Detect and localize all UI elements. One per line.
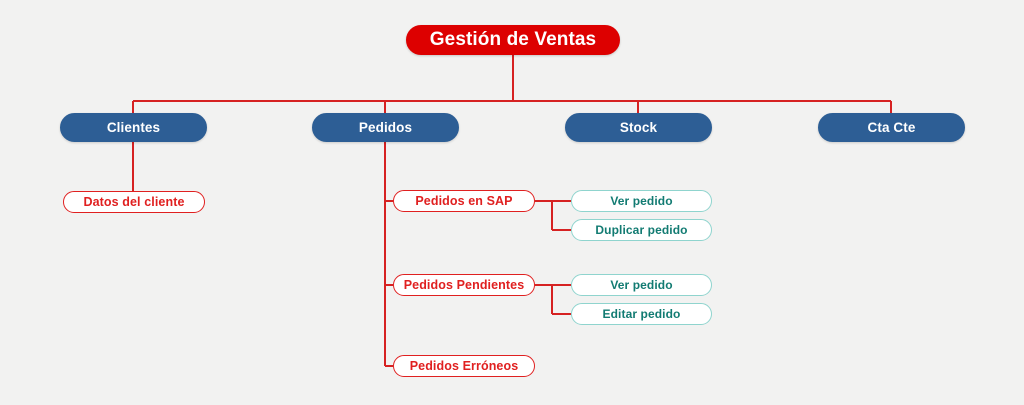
node-ver-pedido-sap-label: Ver pedido	[610, 194, 673, 208]
node-editar-pedido-label: Editar pedido	[602, 307, 681, 321]
node-root-gestion-de-ventas[interactable]: Gestión de Ventas	[406, 25, 620, 55]
node-pedidos-erroneos-label: Pedidos Erróneos	[409, 359, 519, 373]
node-ver-pedido-pendientes-label: Ver pedido	[610, 278, 673, 292]
node-clientes[interactable]: Clientes	[60, 113, 207, 142]
node-datos-del-cliente[interactable]: Datos del cliente	[63, 191, 205, 213]
node-clientes-label: Clientes	[106, 120, 161, 135]
node-duplicar-pedido-label: Duplicar pedido	[595, 223, 688, 237]
node-pedidos-en-sap[interactable]: Pedidos en SAP	[393, 190, 535, 212]
node-stock-label: Stock	[619, 120, 658, 135]
node-ver-pedido-sap[interactable]: Ver pedido	[571, 190, 712, 212]
node-pedidos-pendientes[interactable]: Pedidos Pendientes	[393, 274, 535, 296]
node-pedidos-pendientes-label: Pedidos Pendientes	[403, 278, 525, 292]
node-root-label: Gestión de Ventas	[429, 29, 597, 50]
node-pedidos-en-sap-label: Pedidos en SAP	[415, 194, 513, 208]
node-cta-cte[interactable]: Cta Cte	[818, 113, 965, 142]
node-datos-del-cliente-label: Datos del cliente	[83, 195, 185, 209]
node-cta-cte-label: Cta Cte	[867, 120, 916, 135]
node-pedidos-label: Pedidos	[358, 120, 413, 135]
node-editar-pedido[interactable]: Editar pedido	[571, 303, 712, 325]
node-duplicar-pedido[interactable]: Duplicar pedido	[571, 219, 712, 241]
node-pedidos[interactable]: Pedidos	[312, 113, 459, 142]
node-ver-pedido-pendientes[interactable]: Ver pedido	[571, 274, 712, 296]
node-pedidos-erroneos[interactable]: Pedidos Erróneos	[393, 355, 535, 377]
node-stock[interactable]: Stock	[565, 113, 712, 142]
